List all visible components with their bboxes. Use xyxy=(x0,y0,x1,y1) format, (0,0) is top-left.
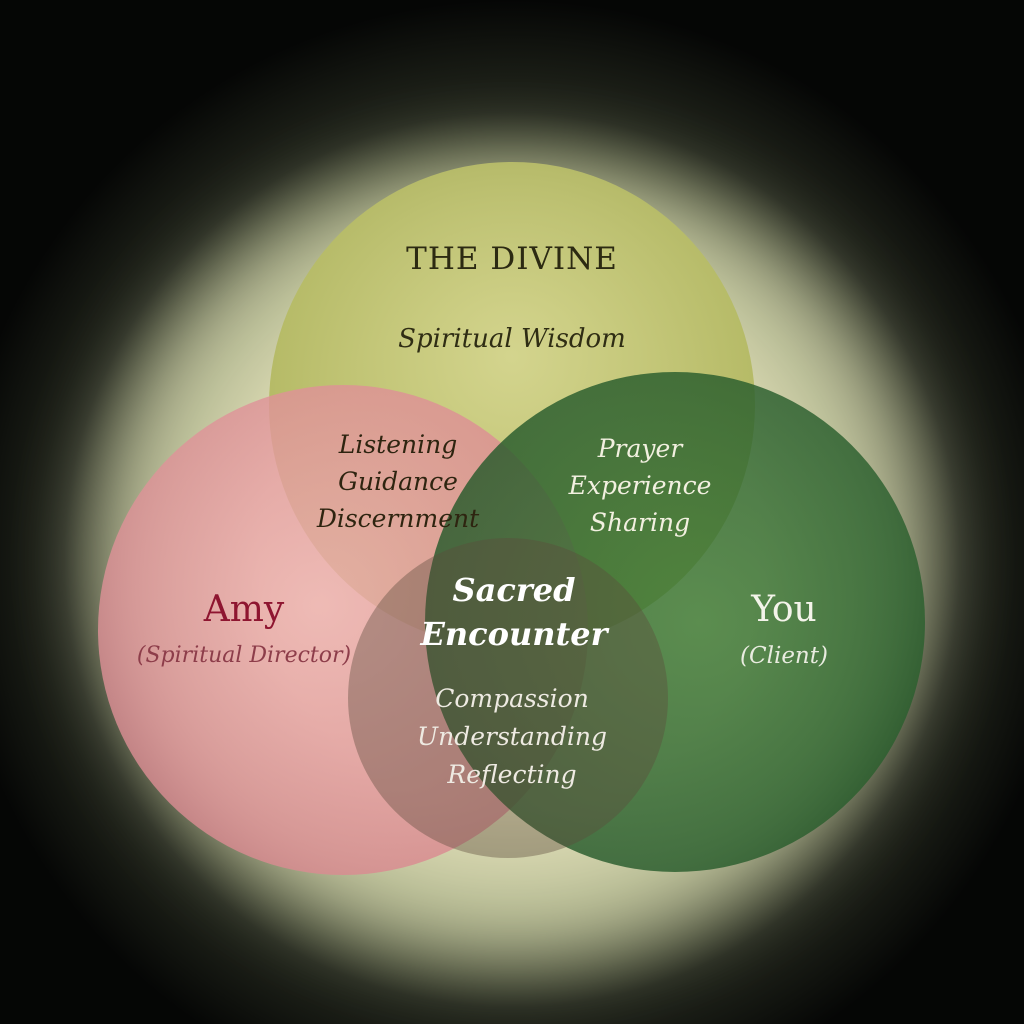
overlap-label: Discernment xyxy=(316,504,480,533)
amy-name: Amy xyxy=(203,589,285,630)
overlap-label: Understanding xyxy=(417,722,607,751)
you-divine-overlap-labels: Prayer Experience Sharing xyxy=(569,436,712,547)
center-label-line: Encounter xyxy=(420,615,608,653)
amy-role: (Spiritual Director) xyxy=(136,643,352,668)
divine-subtitle: Spiritual Wisdom xyxy=(398,324,626,354)
overlap-label: Sharing xyxy=(589,508,691,537)
amy-you-overlap-labels: Compassion Understanding Reflecting xyxy=(417,686,607,800)
overlap-label: Guidance xyxy=(338,467,458,496)
overlap-label: Experience xyxy=(568,471,712,500)
you-role: (Client) xyxy=(740,643,828,669)
you-name: You xyxy=(751,589,817,630)
amy-divine-overlap-labels: Listening Guidance Discernment xyxy=(317,432,479,543)
inner-overlap-circle xyxy=(348,538,668,858)
overlap-label: Reflecting xyxy=(447,760,577,789)
center-label: Sacred Encounter xyxy=(420,574,607,662)
divine-title: THE DIVINE xyxy=(406,241,618,277)
center-label-line: Sacred xyxy=(452,571,576,609)
overlap-label: Prayer xyxy=(597,434,683,463)
overlap-label: Compassion xyxy=(435,684,589,713)
you-circle xyxy=(425,372,925,872)
overlap-label: Listening xyxy=(338,430,458,459)
